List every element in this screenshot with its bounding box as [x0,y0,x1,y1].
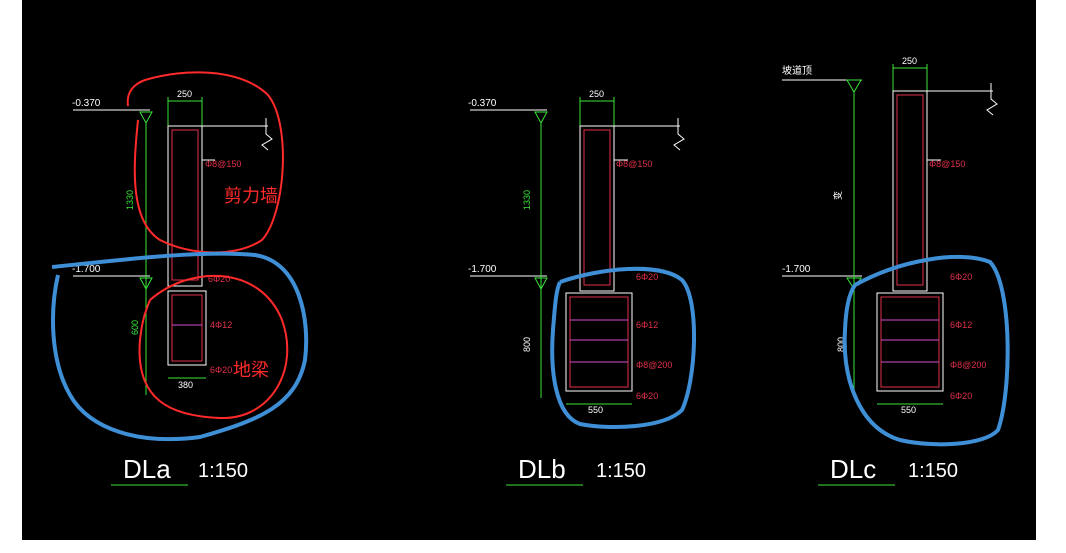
beam-bottom-bar-label: 6Φ20 [950,391,972,401]
beam-rebar [880,296,940,388]
beam-width-label: 550 [901,405,916,415]
detail-scale: 1:150 [198,460,248,482]
ground-beam-outline [565,292,633,392]
cad-viewport [22,0,1036,540]
shear-wall-outline [579,125,615,292]
level-bottom-label: -1.700 [468,264,497,275]
level-bottom-label: -1.700 [782,264,811,275]
beam-height-label: 600 [130,320,140,335]
detail-title: DLa [123,454,171,484]
break-line [261,118,273,151]
wall-width-label: 250 [902,56,917,66]
detail-dlb: -0.370 -1.700 1330 800 250 Φ8@150 6Φ20 6… [468,89,696,486]
detail-dla: -0.370 -1.700 1330 600 250 Φ8@150 6Φ20 4… [51,71,309,486]
beam-height-label: 800 [836,337,846,352]
level-top-label: -0.370 [72,98,101,109]
wall-rebar [583,129,611,286]
level-marker-top [846,79,862,93]
wall-bar-label: Φ8@150 [205,159,241,169]
detail-title: DLc [830,454,876,484]
level-marker-top [139,111,153,125]
ground-beam-outline [167,290,207,366]
break-line [986,83,998,116]
beam-width-label: 380 [178,380,193,390]
shear-wall-outline [167,125,203,287]
level-top-label: 坡道顶 [782,64,812,77]
beam-bottom-bar-label: 6Φ20 [210,365,232,375]
wall-width-label: 250 [589,89,604,99]
wall-height-label: 变 [832,191,843,200]
detail-title: DLb [518,454,566,484]
wall-rebar [896,94,924,286]
beam-height-label: 800 [522,337,532,352]
break-line [673,118,685,151]
wall-bar-label: Φ8@150 [929,159,965,169]
beam-side-bar-label: 6Φ12 [636,320,658,330]
beam-side-bar-label: 6Φ12 [950,320,972,330]
detail-scale: 1:150 [596,460,646,482]
beam-bottom-bar-label: 6Φ20 [636,391,658,401]
beam-zone-highlight [51,251,309,442]
level-marker-top [534,111,548,125]
beam-zone-highlight [550,266,696,429]
beam-zone-highlight [842,254,1010,447]
wall-height-label: 1330 [125,190,135,210]
detail-dlc: 坡道顶 -1.700 变 800 250 Φ8@150 6Φ20 6Φ12 Φ8… [782,56,1010,486]
level-bottom-label: -1.700 [72,264,101,275]
beam-rebar [171,294,203,362]
shear-wall-highlight [126,71,284,254]
beam-stirrup-label: Φ8@200 [950,360,986,370]
beam-width-label: 550 [588,405,603,415]
beam-top-bar-label: 6Φ20 [950,272,972,282]
beam-side-bar-label: 4Φ12 [210,320,232,330]
beam-rebar [569,296,629,388]
beam-top-bar-label: 6Φ20 [636,272,658,282]
detail-scale: 1:150 [908,460,958,482]
ground-beam-annotation: 地梁 [233,360,269,381]
beam-stirrup-label: Φ8@200 [636,360,672,370]
ground-beam-outline [876,292,944,392]
shear-wall-annotation: 剪力墙 [224,186,278,207]
ground-beam-highlight [138,274,289,420]
wall-height-label: 1330 [522,190,532,210]
wall-width-label: 250 [177,89,192,99]
shear-wall-outline [892,90,928,292]
beam-top-bar-label: 6Φ20 [208,274,230,284]
level-top-label: -0.370 [468,98,497,109]
wall-bar-label: Φ8@150 [616,159,652,169]
